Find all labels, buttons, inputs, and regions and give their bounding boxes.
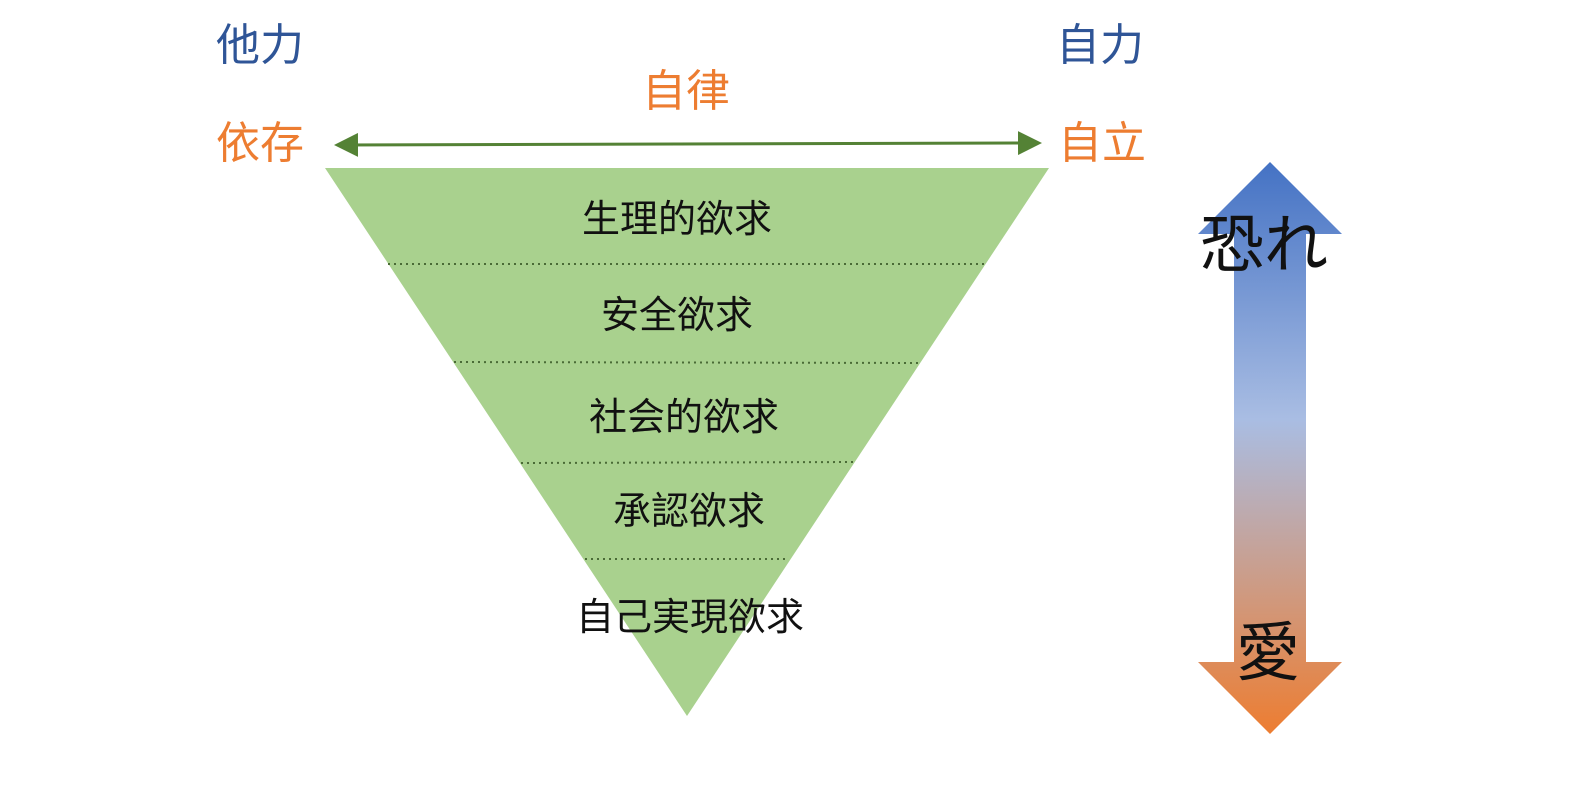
fear-love-scale-arrow bbox=[1198, 162, 1342, 734]
level-physiological: 生理的欲求 bbox=[581, 197, 772, 241]
hierarchy-triangle bbox=[325, 168, 1049, 716]
label-jiritsu-autonomy: 自律 bbox=[642, 66, 730, 117]
label-jiriki: 自力 bbox=[1056, 20, 1144, 71]
scale-label-fear: 恐れ bbox=[1200, 209, 1328, 283]
level-esteem: 承認欲求 bbox=[612, 489, 765, 533]
level-social: 社会的欲求 bbox=[588, 395, 779, 439]
label-jiritsu-independence: 自立 bbox=[1058, 118, 1146, 169]
label-izon: 依存 bbox=[216, 118, 304, 169]
level-safety: 安全欲求 bbox=[600, 293, 753, 337]
scale-label-love: 愛 bbox=[1236, 617, 1300, 691]
dependence-independence-arrow bbox=[334, 131, 1042, 157]
level-divider bbox=[520, 461, 856, 464]
level-self-actualization: 自己実現欲求 bbox=[575, 595, 804, 639]
label-tariki: 他力 bbox=[216, 20, 304, 71]
